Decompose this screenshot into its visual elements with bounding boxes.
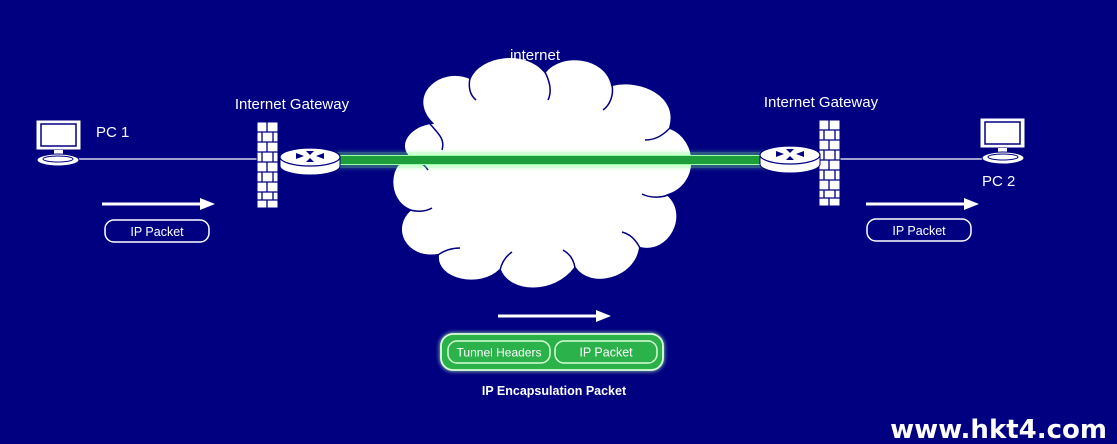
tunnel-headers-label: Tunnel Headers (457, 346, 542, 360)
encap-caption: IP Encapsulation Packet (482, 384, 627, 398)
gateway-right-label: Internet Gateway (764, 94, 879, 111)
encap-ip-packet-label: IP Packet (579, 346, 633, 360)
monitor-icon (35, 119, 82, 167)
router-icon (759, 145, 821, 174)
packet-arrow-left (102, 198, 215, 210)
vpn-tunnel (336, 152, 768, 168)
firewall-icon (818, 119, 841, 207)
router-icon (279, 147, 341, 176)
pc2-label: PC 2 (982, 173, 1015, 190)
ip-packet-left-label: IP Packet (130, 225, 184, 239)
packet-arrow-center (498, 310, 611, 322)
encapsulation-packet: Tunnel Headers IP Packet (440, 333, 664, 371)
packet-arrow-right (866, 198, 979, 210)
internet-label: internet (510, 47, 561, 64)
monitor-icon (979, 117, 1026, 165)
cloud-icon (391, 56, 694, 290)
ip-packet-left: IP Packet (104, 219, 210, 243)
gateway-left-label: Internet Gateway (235, 96, 350, 113)
pc1-label: PC 1 (96, 124, 129, 141)
watermark: www.hkt4.com (890, 415, 1107, 444)
ip-packet-right: IP Packet (866, 218, 972, 242)
firewall-icon (256, 121, 279, 209)
ip-packet-right-label: IP Packet (892, 224, 946, 238)
